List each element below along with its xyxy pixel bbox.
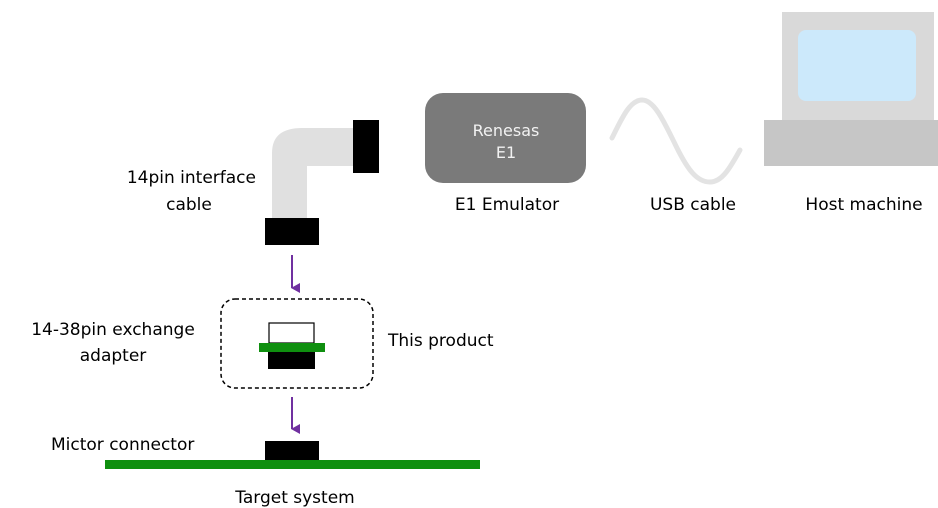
emulator-brand: Renesas <box>473 121 540 140</box>
host-machine <box>764 12 938 166</box>
host-base <box>764 120 938 166</box>
adapter-label-line2: adapter <box>80 346 147 366</box>
mictor-connector <box>265 441 319 461</box>
usb-cable-label: USB cable <box>650 195 736 215</box>
interface-cable <box>265 120 379 245</box>
emulator-model: E1 <box>496 143 516 162</box>
mictor-label: Mictor connector <box>51 435 194 455</box>
adapter-bottom-connector <box>268 352 315 369</box>
target-board <box>105 460 480 469</box>
host-machine-label: Host machine <box>805 195 922 215</box>
usb-cable <box>609 97 743 185</box>
emulator-body <box>425 93 586 183</box>
product-outline <box>220 298 374 389</box>
target-system-label: Target system <box>234 488 354 508</box>
emulator-label: E1 Emulator <box>455 195 559 215</box>
product-label: This product <box>387 331 494 351</box>
cable-body <box>272 128 355 219</box>
cable-label-line2: cable <box>166 195 212 215</box>
adapter-board <box>259 343 325 352</box>
cable-label-line1: 14pin interface <box>127 168 256 188</box>
exchange-adapter <box>259 322 325 369</box>
adapter-label-line1: 14-38pin exchange <box>31 320 195 340</box>
cable-bottom-connector <box>265 218 319 245</box>
monitor-screen <box>798 30 916 101</box>
adapter-top-connector <box>268 322 315 344</box>
cable-emulator-connector <box>353 120 379 173</box>
